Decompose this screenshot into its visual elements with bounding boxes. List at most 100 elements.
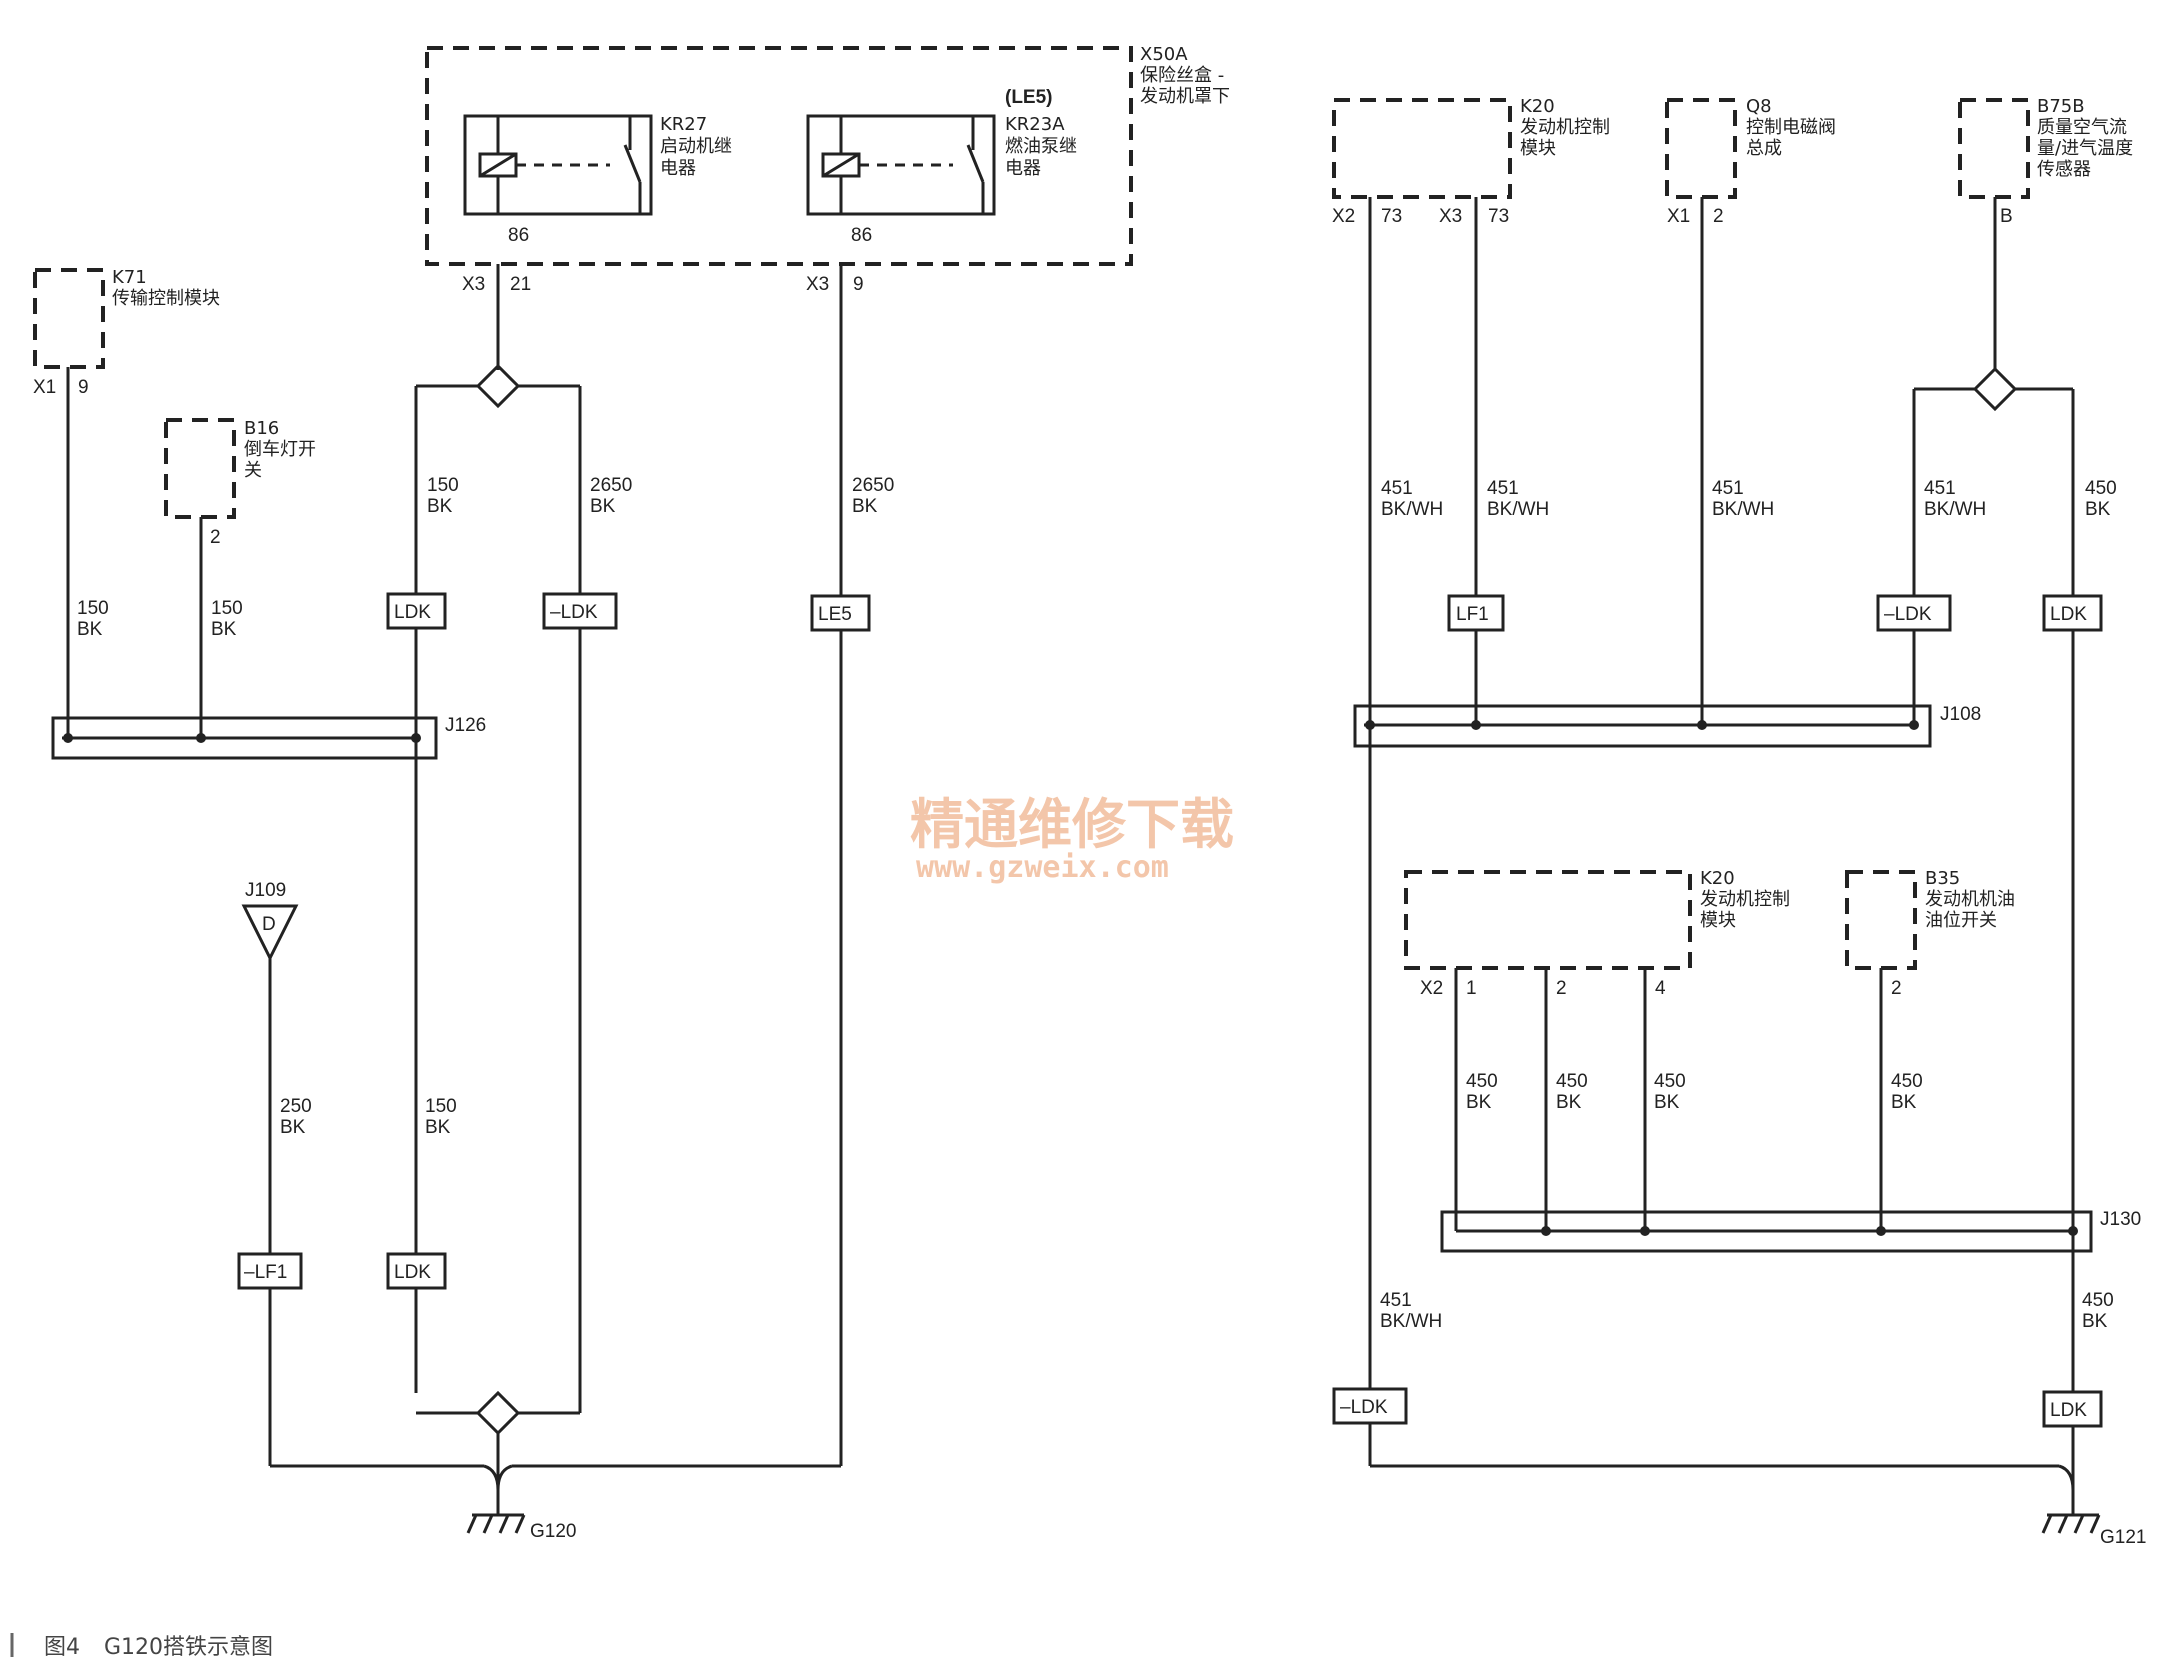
q8-connector: X1: [1667, 206, 1690, 227]
wire-w1-circuit: 451: [1381, 478, 1413, 499]
k20-mid-name-2: 模块: [1700, 910, 1736, 931]
splice-j130-label: J130: [2100, 1209, 2141, 1230]
wire-k20-4-color: BK: [1654, 1092, 1680, 1113]
k20-mid-id: K20: [1700, 868, 1735, 889]
k20-top-p1: 73: [1381, 206, 1402, 227]
splice-j130: J130: [1440, 1209, 2141, 1253]
q8-name-2: 总成: [1746, 138, 1782, 159]
wire-kr23a-color: BK: [852, 496, 878, 517]
k20-top-name-1: 发动机控制: [1520, 117, 1610, 138]
q8-id: Q8: [1746, 96, 1772, 117]
b75b-name-1: 质量空气流: [2037, 117, 2127, 138]
option-not-lf1: –LF1: [237, 1252, 303, 1290]
ground-g121: G121: [2041, 1513, 2146, 1548]
j109-id: J109: [245, 880, 286, 901]
b75b-name-2: 量/进气温度: [2037, 138, 2133, 159]
relay-kr23a: (LE5) KR23A 燃油泵继 电器 86: [806, 87, 1077, 246]
option-le5-label: LE5: [818, 604, 852, 625]
wire-b16-color: BK: [211, 619, 237, 640]
k20-top-name-2: 模块: [1520, 138, 1556, 159]
splice-j108-label: J108: [1940, 704, 1981, 725]
wire-w5-color: BK: [2085, 499, 2111, 520]
connector-j109: J109 D: [241, 880, 299, 962]
fuse-box-id: X50A: [1140, 44, 1188, 65]
b16-name-1: 倒车灯开: [244, 439, 316, 460]
b16-pin: 2: [210, 527, 221, 548]
j109-letter: D: [262, 914, 276, 935]
wire-w5-circuit: 450: [2085, 478, 2117, 499]
option-not-ldk-right-2: –LDK: [1332, 1387, 1408, 1425]
wire-low-left-circuit: 451: [1380, 1290, 1412, 1311]
module-k20-top: K20 发动机控制 模块 X2 73 X3 73: [1332, 96, 1610, 227]
k20-top-id: K20: [1520, 96, 1555, 117]
k20-top-p2: 73: [1488, 206, 1509, 227]
wire-k20-2-circuit: 450: [1556, 1071, 1588, 1092]
wire-b35-color: BK: [1891, 1092, 1917, 1113]
kr27-name-2: 电器: [660, 158, 696, 179]
option-not-ldk-right-1: –LDK: [1876, 594, 1952, 632]
switch-b16: B16 倒车灯开 关 2: [164, 418, 316, 548]
b75b-pin: B: [2000, 206, 2013, 227]
k20-mid-name-1: 发动机控制: [1700, 889, 1790, 910]
wire-w4-circuit: 451: [1924, 478, 1956, 499]
wire-j109-color: BK: [280, 1117, 306, 1138]
option-ldk-2-label: LDK: [394, 1262, 431, 1283]
wire-kr27-left-color: BK: [427, 496, 453, 517]
kr23a-id: KR23A: [1005, 114, 1065, 135]
wire-k71-circuit: 150: [77, 598, 109, 619]
option-not-ldk-right-2-label: –LDK: [1340, 1397, 1388, 1418]
wire-w2-circuit: 451: [1487, 478, 1519, 499]
wire-w3-color: BK/WH: [1712, 499, 1774, 520]
figure-number: 图4: [44, 1635, 80, 1660]
switch-b35: B35 发动机机油 油位开关 2: [1845, 868, 2015, 999]
k20-mid-connector: X2: [1420, 978, 1443, 999]
wire-k20-2-color: BK: [1556, 1092, 1582, 1113]
fuse-box-name-2: 发动机罩下: [1140, 86, 1230, 107]
kr23a-name-1: 燃油泵继: [1005, 136, 1077, 157]
wire-kr27-right-circuit: 2650: [590, 475, 632, 496]
figure-caption: G120搭铁示意图: [104, 1635, 273, 1660]
b75b-name-3: 传感器: [2037, 159, 2091, 180]
option-ldk-right-1-label: LDK: [2050, 604, 2087, 625]
ground-g120: G120: [466, 1513, 576, 1542]
ground-g121-label: G121: [2100, 1527, 2146, 1548]
b35-name-2: 油位开关: [1925, 910, 1997, 931]
k71-pin: 9: [78, 377, 89, 398]
k20-mid-p3: 4: [1655, 978, 1666, 999]
wire-kr23a-circuit: 2650: [852, 475, 894, 496]
k71-connector: X1: [33, 377, 56, 398]
b35-id: B35: [1925, 868, 1960, 889]
wire-kr27-right-color: BK: [590, 496, 616, 517]
wire-low-right-color: BK: [2082, 1311, 2108, 1332]
wire-low-right-circuit: 450: [2082, 1290, 2114, 1311]
kr23a-connector-pin: 9: [853, 274, 864, 295]
option-not-ldk-right-1-label: –LDK: [1884, 604, 1932, 625]
wire-lower-150-circuit: 150: [425, 1096, 457, 1117]
wire-w4-color: BK/WH: [1924, 499, 1986, 520]
kr27-connector-pin: 21: [510, 274, 531, 295]
kr27-id: KR27: [660, 114, 707, 135]
b35-name-1: 发动机机油: [1925, 889, 2015, 910]
splice-j108: J108: [1353, 704, 1981, 748]
wire-low-left-color: BK/WH: [1380, 1311, 1442, 1332]
b75b-id: B75B: [2037, 96, 2085, 117]
module-k20-mid: K20 发动机控制 模块 X2 1 2 4: [1404, 868, 1790, 999]
relay-kr27: KR27 启动机继 电器 86: [463, 114, 732, 246]
right-wires: [1368, 197, 2075, 1515]
b16-name-2: 关: [244, 460, 262, 481]
q8-name-1: 控制电磁阀: [1746, 117, 1836, 138]
option-ldk-1: LDK: [386, 592, 447, 630]
wire-j109-circuit: 250: [280, 1096, 312, 1117]
kr23a-connector: X3: [806, 274, 829, 295]
option-not-ldk-1-label: –LDK: [550, 602, 598, 623]
wire-k20-1-circuit: 450: [1466, 1071, 1498, 1092]
option-ldk-right-2-label: LDK: [2050, 1400, 2087, 1421]
b16-id: B16: [244, 418, 279, 439]
q8-pin: 2: [1713, 206, 1724, 227]
wire-lower-150-color: BK: [425, 1117, 451, 1138]
wire-w2-color: BK/WH: [1487, 499, 1549, 520]
kr27-name-1: 启动机继: [660, 136, 732, 157]
k20-mid-p1: 1: [1466, 978, 1477, 999]
wire-k20-1-color: BK: [1466, 1092, 1492, 1113]
